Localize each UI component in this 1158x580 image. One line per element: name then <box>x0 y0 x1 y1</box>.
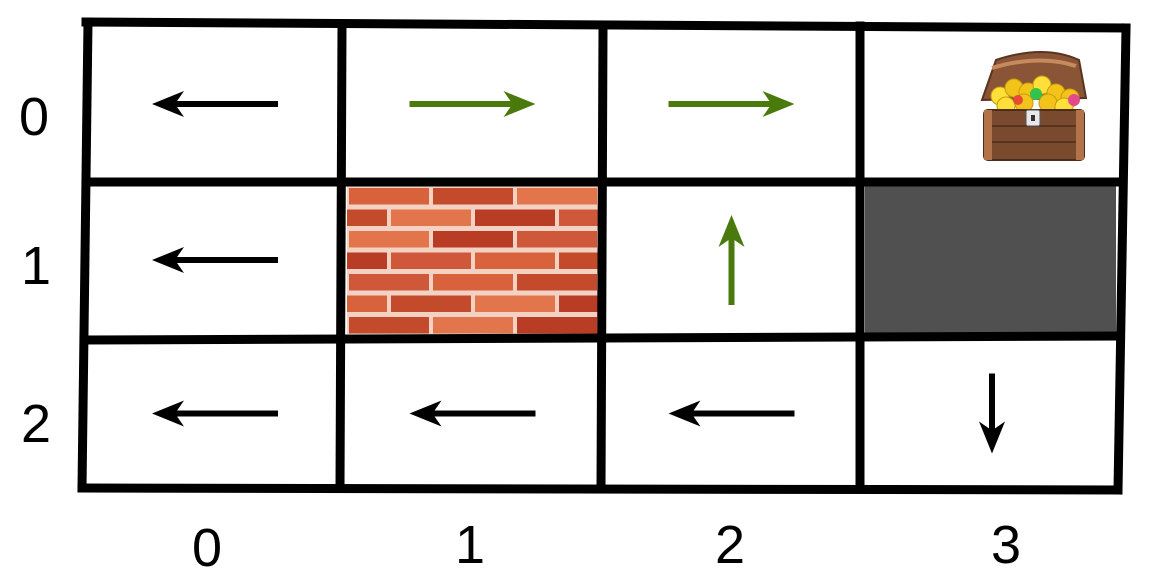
cell-r0-c1 <box>409 91 536 117</box>
grid-line-v2 <box>596 25 608 493</box>
cell-r2-c0 <box>152 400 278 427</box>
column-labels: 0 1 2 3 <box>192 515 1021 578</box>
grid-border-right <box>1113 23 1131 495</box>
cell-r1-c0 <box>152 247 278 273</box>
arrow-up-icon <box>718 215 745 305</box>
row-label-0: 0 <box>19 87 49 147</box>
treasure-chest-icon <box>980 51 1088 161</box>
cell-r1-c3 <box>865 186 1116 334</box>
arrow-left-icon <box>152 247 278 273</box>
cell-r1-c1 <box>347 186 599 334</box>
grid-border-left <box>77 17 93 493</box>
arrow-left-icon <box>152 400 278 427</box>
grid-border-top <box>81 17 1131 33</box>
cell-r1-c2 <box>718 215 745 305</box>
row-label-2: 2 <box>21 394 51 454</box>
col-label-3: 3 <box>991 515 1021 575</box>
cell-r0-c3 <box>980 51 1088 161</box>
grid-line-v1 <box>335 21 347 491</box>
col-label-0: 0 <box>192 518 222 578</box>
cell-r2-c2 <box>668 400 795 427</box>
col-label-2: 2 <box>715 515 745 575</box>
col-label-1: 1 <box>455 515 485 575</box>
arrow-right-icon <box>668 91 795 117</box>
brick-wall-icon <box>347 186 599 334</box>
arrow-left-icon <box>409 400 536 427</box>
cell-r2-c3 <box>979 373 1005 454</box>
arrow-down-icon <box>979 373 1005 454</box>
row-labels: 0 1 2 <box>19 87 51 454</box>
cell-r0-c2 <box>668 91 795 117</box>
arrow-left-icon <box>668 400 795 427</box>
cell-r0-c0 <box>152 91 278 117</box>
arrow-left-icon <box>152 91 278 117</box>
row-label-1: 1 <box>21 236 51 296</box>
cell-r2-c1 <box>409 400 536 427</box>
dark-cell-fill <box>865 186 1116 334</box>
arrow-right-icon <box>409 91 536 117</box>
grid-cells <box>152 51 1116 454</box>
grid-lines <box>77 17 1131 495</box>
